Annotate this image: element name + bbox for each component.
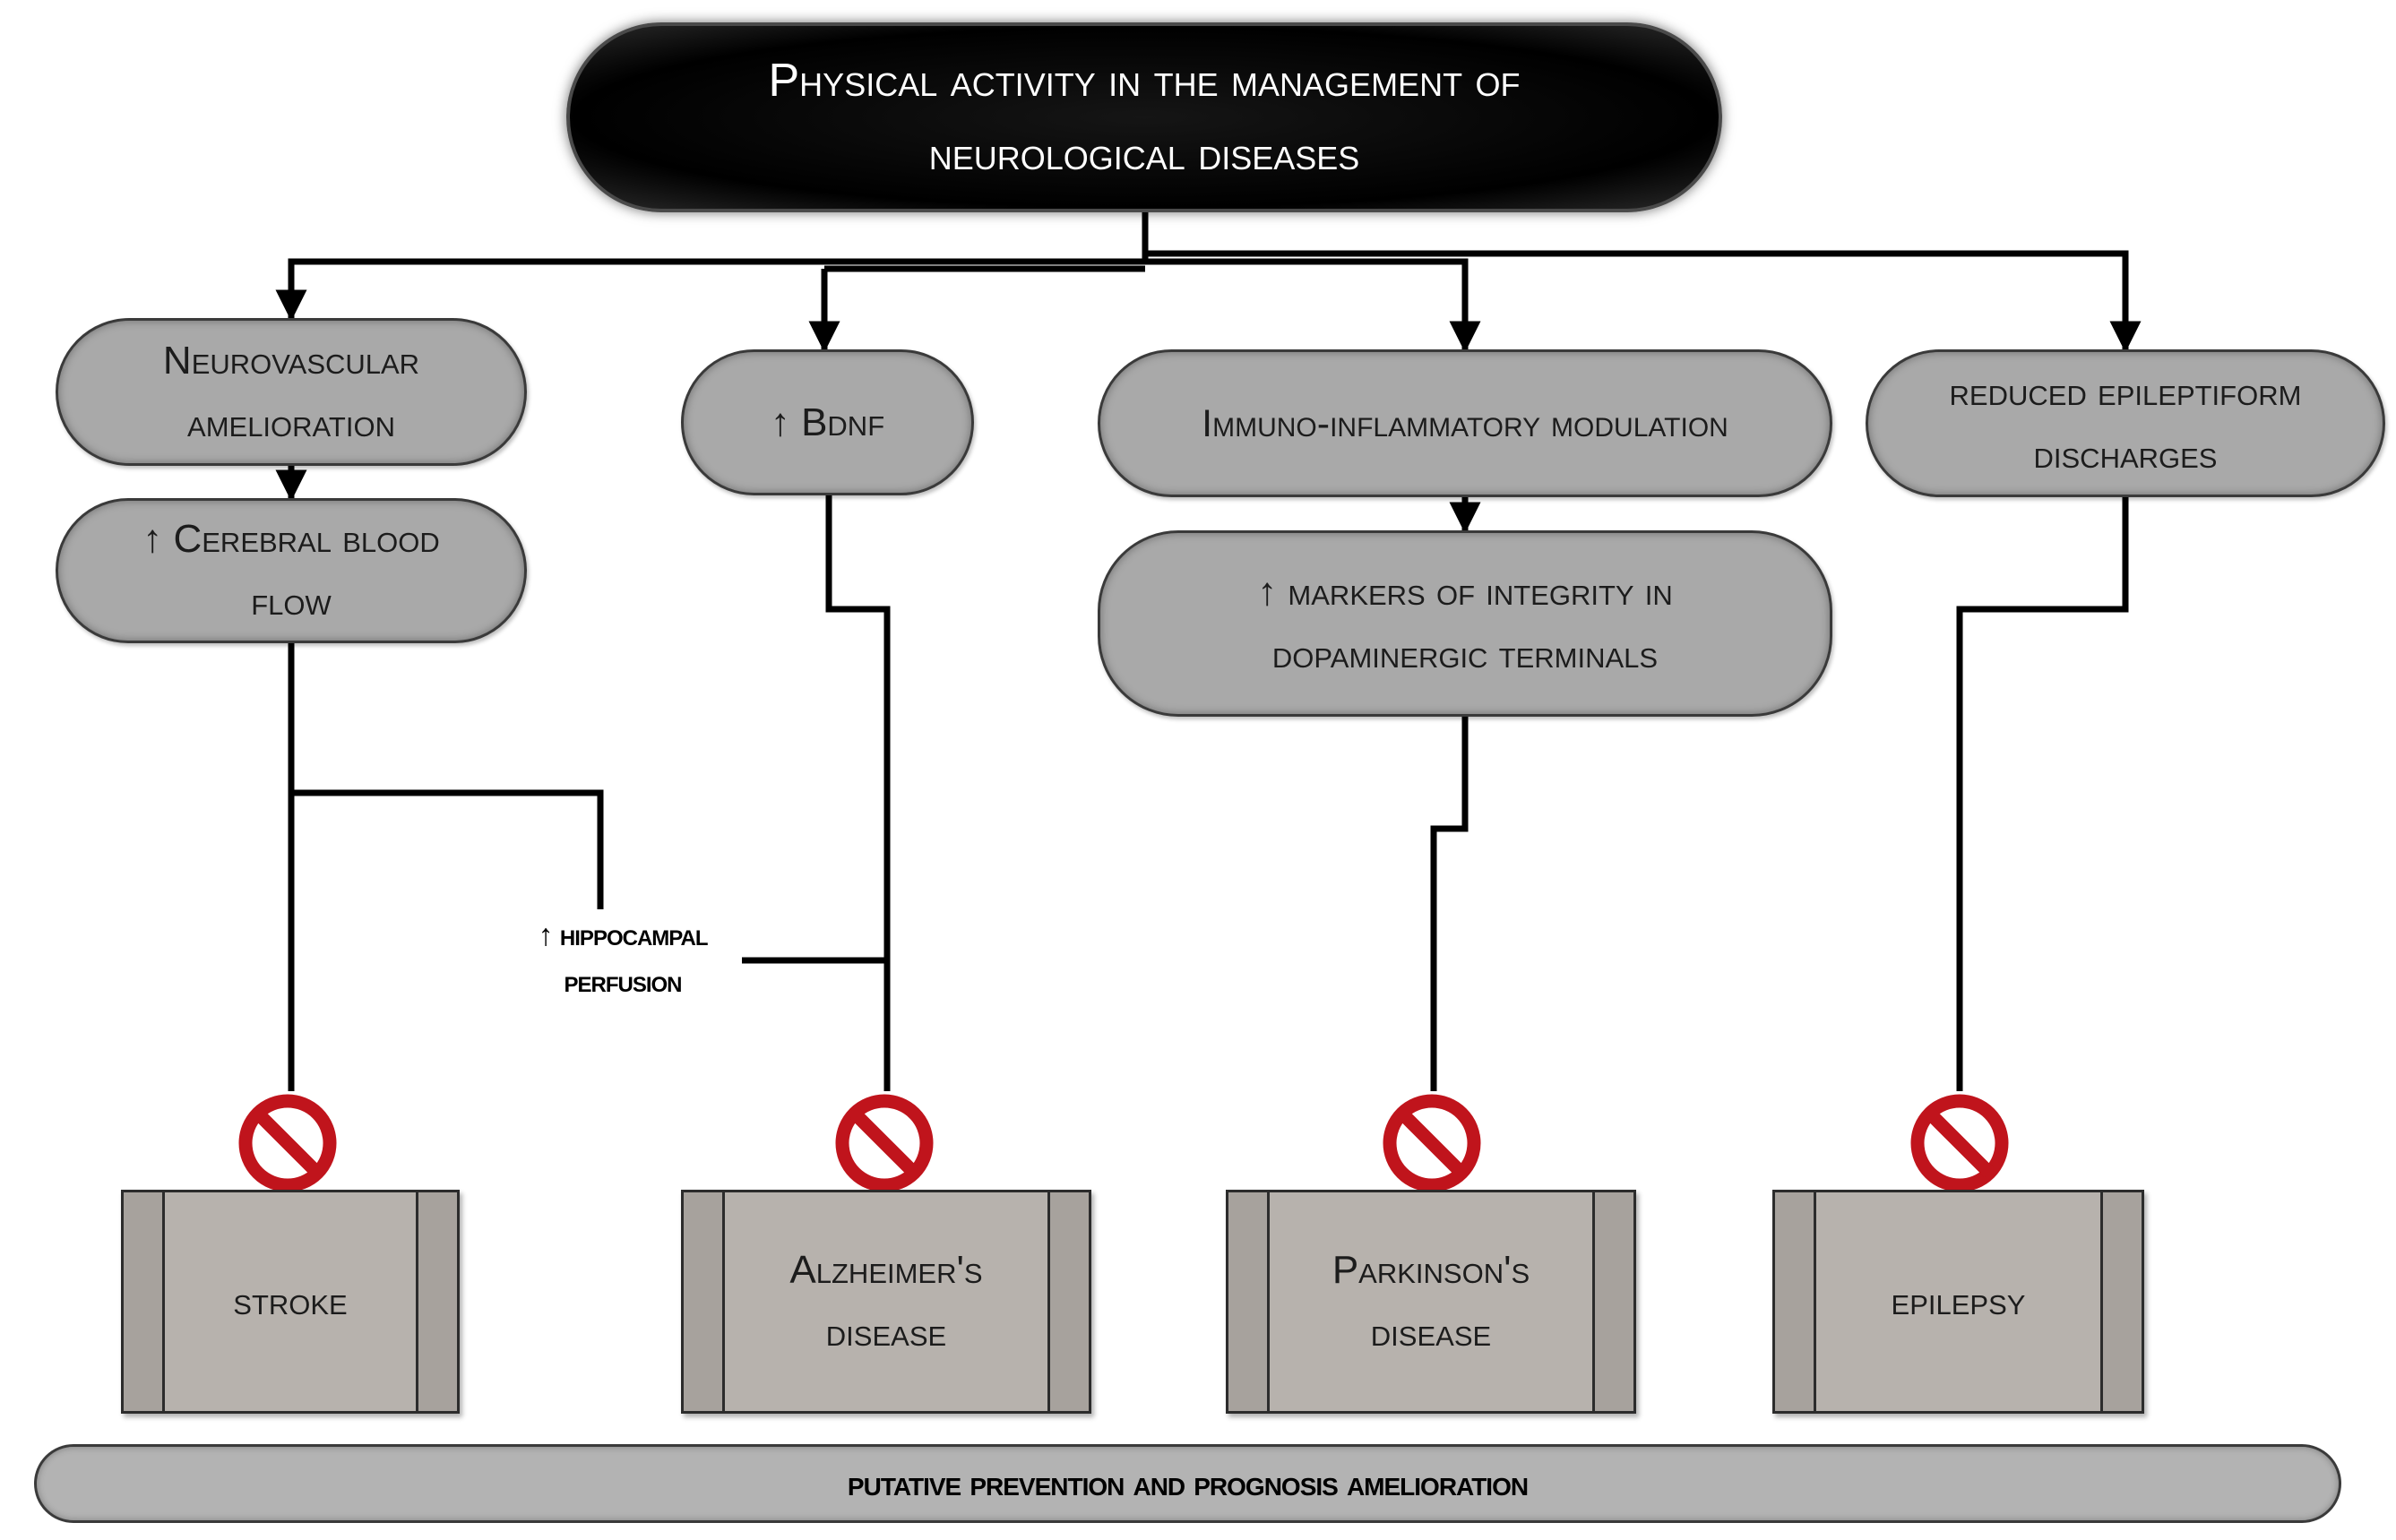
outcome-label: putative prevention and prognosis amelio…	[847, 1463, 1529, 1503]
disease-box-stroke: stroke	[121, 1190, 460, 1414]
disease-epilepsy-label: epilepsy	[1891, 1279, 2026, 1323]
node-dopaminergic-label: ↑ markers of integrity in dopaminergic t…	[1257, 570, 1673, 676]
connector-title-branch-right	[1145, 250, 2142, 353]
connector-title-branch-immuno	[1145, 258, 1481, 353]
node-epileptiform-label: reduced epileptiform discharges	[1949, 369, 2302, 477]
connector-dopaminergic-parkinson	[1430, 717, 1469, 1091]
prohibition-icon-alzheimer	[835, 1094, 934, 1192]
node-bdnf-label: ↑ Bdnf	[770, 400, 885, 444]
diagram-title-text: Physical activity in the management of n…	[768, 55, 1521, 180]
disease-box-parkinson: Parkinson's disease	[1226, 1190, 1636, 1414]
node-immuno-inflammatory-modulation: Immuno-inflammatory modulation	[1098, 349, 1832, 497]
disease-parkinson-label: Parkinson's disease	[1332, 1248, 1530, 1355]
node-cerebral-blood-flow-label: ↑ Cerebral blood flow	[142, 517, 440, 624]
hippocampal-perfusion-label: ↑ hippocampal perfusion	[538, 918, 708, 999]
node-dopaminergic-markers: ↑ markers of integrity in dopaminergic t…	[1098, 530, 1832, 717]
connector-cbf-hippocampal	[291, 789, 604, 909]
node-neurovascular-amelioration: Neurovascular amelioration	[56, 318, 527, 466]
disease-alzheimer-label: Alzheimer's disease	[789, 1248, 983, 1355]
node-reduced-epileptiform-discharges: reduced epileptiform discharges	[1866, 349, 2385, 497]
node-bdnf: ↑ Bdnf	[681, 349, 974, 495]
node-neurovascular-label: Neurovascular amelioration	[162, 338, 420, 445]
disease-box-epilepsy: epilepsy	[1772, 1190, 2144, 1414]
connector-bdnf-alzheimer	[825, 495, 891, 1091]
disease-box-alzheimer: Alzheimer's disease	[681, 1190, 1091, 1414]
node-immuno-label: Immuno-inflammatory modulation	[1202, 401, 1728, 445]
prohibition-icon-stroke	[238, 1094, 337, 1192]
diagram-title: Physical activity in the management of n…	[566, 22, 1722, 212]
node-cerebral-blood-flow: ↑ Cerebral blood flow	[56, 498, 527, 643]
outcome-bar: putative prevention and prognosis amelio…	[34, 1444, 2341, 1523]
disease-stroke-label: stroke	[233, 1279, 348, 1323]
prohibition-icon-epilepsy	[1910, 1094, 2009, 1192]
connector-title-branch-left	[275, 258, 1145, 322]
prohibition-icon-parkinson	[1383, 1094, 1481, 1192]
connector-epileptiform-epilepsy	[1956, 497, 2129, 1091]
